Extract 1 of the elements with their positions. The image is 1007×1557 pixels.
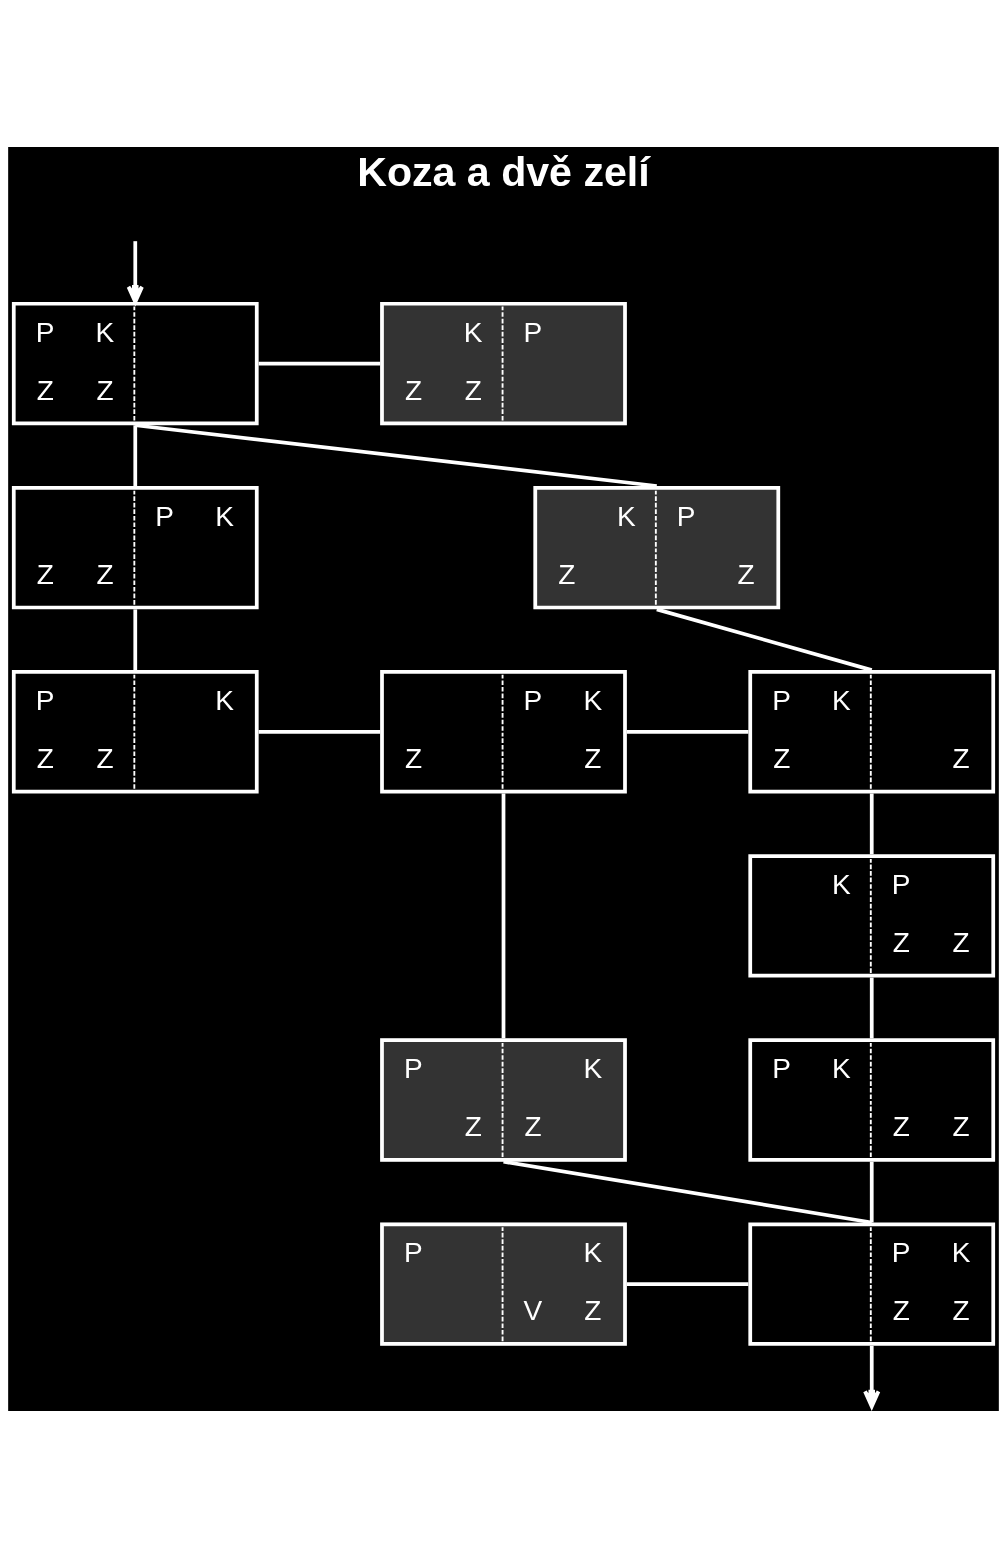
diagram-title: Koza a dvě zelí [357, 148, 650, 195]
